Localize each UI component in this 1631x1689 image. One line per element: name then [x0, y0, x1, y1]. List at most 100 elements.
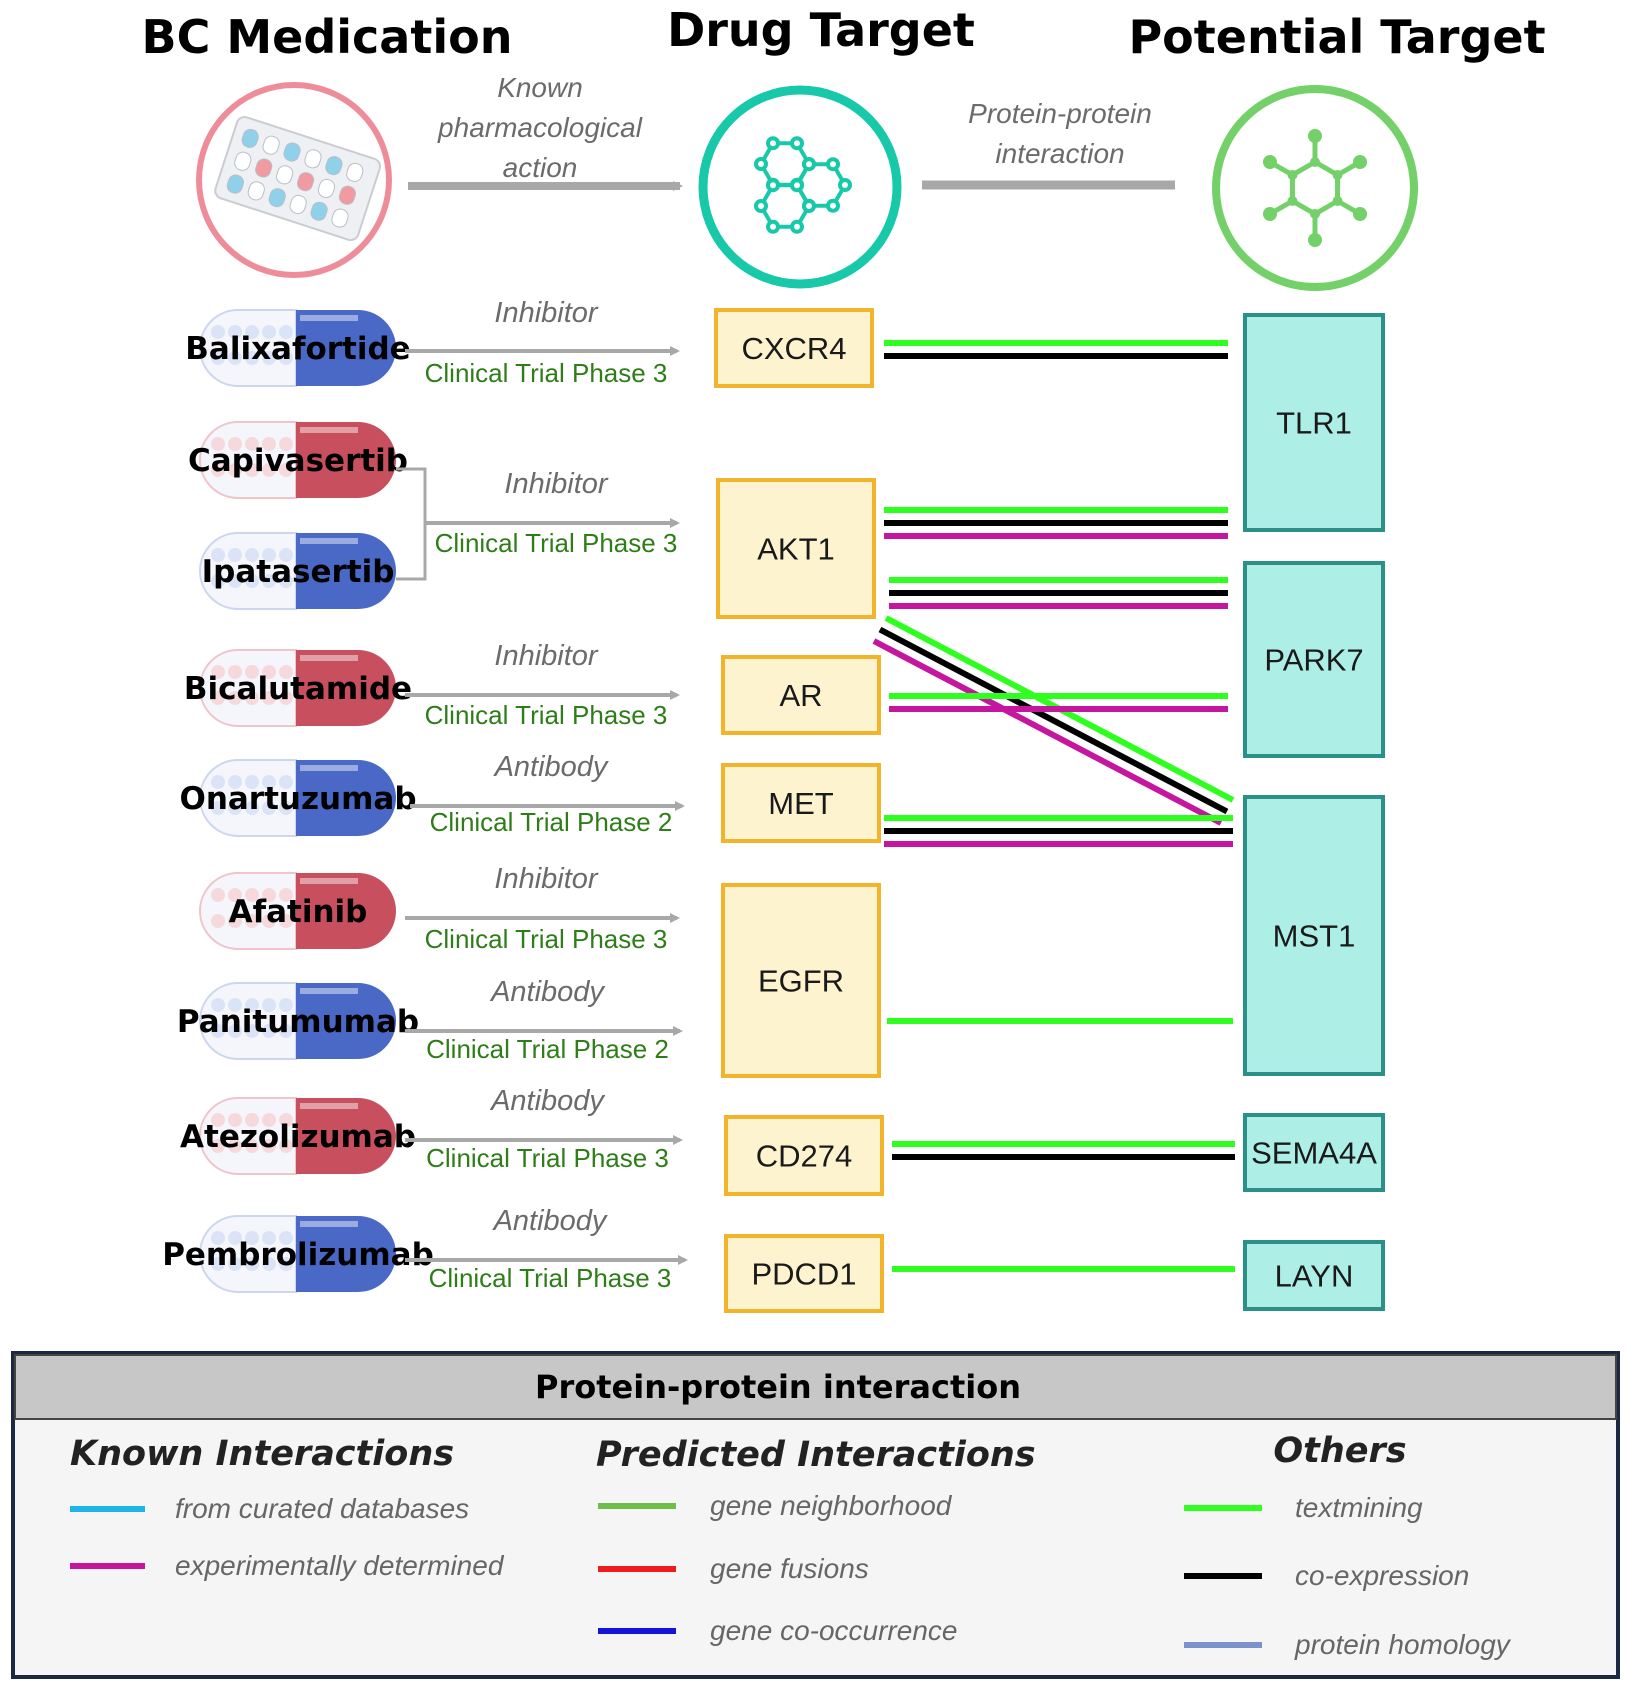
trial-phase: Clinical Trial Phase 2: [430, 807, 673, 837]
evidence-line: [878, 626, 1229, 815]
link-met-mst1: [884, 815, 1233, 847]
drug-target-label: PDCD1: [751, 1257, 856, 1292]
action-type: Antibody: [489, 1085, 605, 1117]
capsule-pembrolizumab: Pembrolizumab: [162, 1215, 434, 1293]
medication-name: Bicalutamide: [184, 671, 412, 707]
legend-item-label: co-expression: [1295, 1560, 1469, 1591]
potential-target-label: TLR1: [1276, 406, 1352, 441]
drug-target-label: CD274: [756, 1139, 853, 1174]
legend-panel: Protein-protein interaction Known Intera…: [11, 1351, 1620, 1679]
legend-group: Predicted Interactions gene neighborhood g…: [596, 1435, 1036, 1646]
capsule-capivasertib: Capivasertib: [188, 421, 408, 499]
action-type: Inhibitor: [494, 863, 599, 895]
action-type: Inhibitor: [494, 640, 599, 672]
link-cd274-sema4a: [892, 1141, 1235, 1160]
drug-target-egfr: EGFR: [721, 883, 881, 1078]
action-type: Inhibitor: [494, 297, 599, 329]
link-ar-park7: [889, 693, 1228, 712]
drug-target-met: MET: [721, 763, 881, 843]
capsule-bicalutamide: Bicalutamide: [184, 649, 412, 727]
medication-name: Pembrolizumab: [162, 1237, 434, 1273]
medication-name: Onartuzumab: [179, 781, 416, 817]
legend-item-label: protein homology: [1294, 1629, 1512, 1660]
header-drug-target: Drug Target: [667, 3, 975, 57]
legend-item-label: gene fusions: [710, 1553, 869, 1584]
trial-phase: Clinical Trial Phase 3: [426, 1143, 669, 1173]
medication-name: Balixafortide: [185, 331, 410, 367]
known-action-line-2: pharmacological: [437, 112, 643, 143]
ppi-caption-line-1: Protein-protein: [968, 98, 1152, 129]
potential-target-label: LAYN: [1275, 1259, 1354, 1294]
potential-target-tlr1: TLR1: [1243, 313, 1385, 532]
legend-heading: Others: [1273, 1431, 1406, 1471]
link-akt1-park7: [889, 577, 1228, 609]
medication-name: Ipatasertib: [202, 554, 395, 590]
medication-capsules: BalixafortideCapivasertibIpatasertibBica…: [162, 309, 434, 1293]
capsule-ipatasertib: Ipatasertib: [199, 532, 396, 610]
drug-target-ar: AR: [721, 655, 881, 735]
drug-target-cd274: CD274: [724, 1115, 884, 1196]
potential-target-layn: LAYN: [1243, 1240, 1385, 1311]
action-type: Antibody: [489, 976, 605, 1008]
header-potential-target: Potential Target: [1128, 10, 1545, 64]
legend-item-label: textmining: [1295, 1492, 1423, 1523]
drug-target-label: CXCR4: [741, 331, 846, 366]
pill-blister-icon: [196, 82, 392, 278]
trial-phase: Clinical Trial Phase 3: [435, 528, 678, 558]
potential-target-label: PARK7: [1264, 643, 1363, 678]
legend-item-label: experimentally determined: [175, 1550, 505, 1581]
link-akt1-tlr1: [884, 507, 1228, 539]
action-type: Antibody: [492, 1205, 608, 1237]
potential-target-park7: PARK7: [1243, 561, 1385, 758]
medication-name: Panitumumab: [177, 1004, 419, 1040]
bracket-connector: [396, 467, 427, 581]
legend-group: Known Interactions from curated databases…: [70, 1434, 505, 1581]
capsule-atezolizumab: Atezolizumab: [180, 1097, 416, 1175]
evidence-line: [872, 638, 1223, 826]
drug-target-cxcr4: CXCR4: [714, 308, 874, 388]
medication-name: Afatinib: [229, 894, 368, 930]
capsule-onartuzumab: Onartuzumab: [179, 759, 417, 837]
drug-target-label: AR: [779, 678, 822, 713]
drug-target-label: EGFR: [758, 964, 844, 999]
capsule-panitumumab: Panitumumab: [177, 982, 419, 1060]
trial-phase: Clinical Trial Phase 2: [426, 1034, 669, 1064]
link-cxcr4-tlr1: [884, 340, 1228, 359]
known-action-line-1: Known: [497, 72, 583, 103]
legend-item-label: from curated databases: [175, 1493, 469, 1524]
drug-target-akt1: AKT1: [716, 478, 876, 619]
link-akt1-mst1: [872, 615, 1235, 826]
known-action-line-3: action: [503, 152, 578, 183]
drug-target-label: AKT1: [757, 532, 835, 567]
trial-phase: Clinical Trial Phase 3: [425, 924, 668, 954]
capsule-afatinib: Afatinib: [199, 872, 396, 950]
legend-heading: Known Interactions: [70, 1434, 454, 1474]
action-type: Antibody: [493, 751, 609, 783]
capsule-balixafortide: Balixafortide: [185, 309, 411, 387]
legend-item-label: gene neighborhood: [710, 1490, 953, 1521]
legend-title: Protein-protein interaction: [535, 1368, 1021, 1406]
molecule-hexagon-icon: [698, 85, 902, 289]
trial-phase: Clinical Trial Phase 3: [425, 358, 668, 388]
legend-group: Others textmining co-expression protein hom…: [1184, 1431, 1512, 1660]
potential-target-label: SEMA4A: [1251, 1136, 1377, 1171]
legend-heading: Predicted Interactions: [596, 1435, 1036, 1475]
medication-name: Capivasertib: [188, 443, 408, 479]
ppi-caption-line-2: interaction: [995, 138, 1124, 169]
molecule-network-icon: [1212, 85, 1418, 291]
potential-target-label: MST1: [1273, 919, 1356, 954]
action-type: Inhibitor: [504, 468, 609, 500]
medication-name: Atezolizumab: [180, 1119, 416, 1155]
